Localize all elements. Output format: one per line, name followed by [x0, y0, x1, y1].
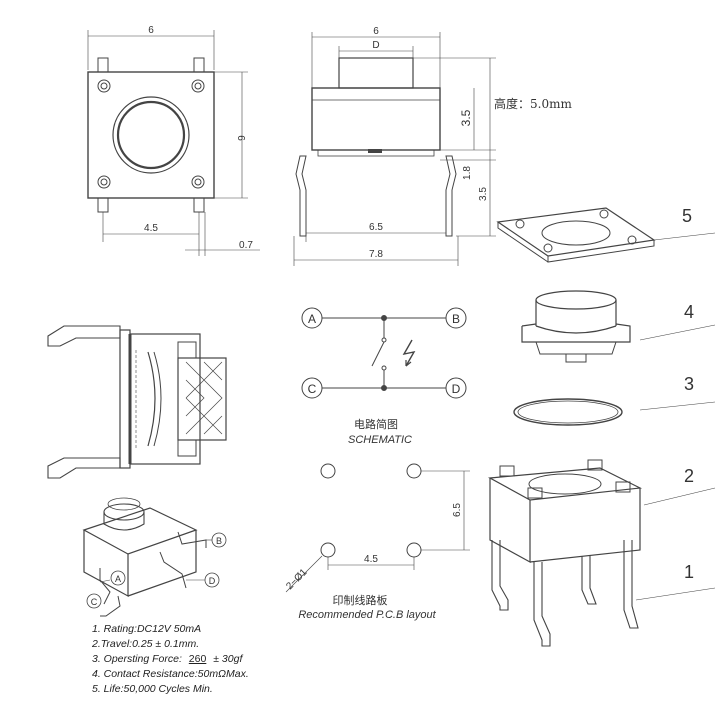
side-cap: [338, 57, 414, 89]
spec-force-value: 260: [188, 653, 207, 665]
pin-width-dim: 0.7: [239, 240, 253, 251]
pcb-layout: 6.5 4.5 2−Ø1 印制线路板 Recommended P.C.B lay…: [284, 463, 470, 621]
part-4-actuator: 4: [521, 290, 716, 363]
pcb-hole-note: 2−Ø1: [284, 567, 310, 593]
part-label-4: 4: [684, 302, 694, 322]
part-2-base: 2: [487, 459, 716, 564]
top-width-dim: 6: [148, 25, 154, 36]
schematic: A B C D 电路简图 SCHEMATIC: [301, 307, 467, 446]
spec-travel: 2.Travel:0.25 ± 0.1mm.: [92, 638, 200, 650]
height-note: 高度：5.0mm: [494, 96, 572, 111]
spec-force-suffix: ± 30gf: [213, 653, 243, 665]
overall-width-dim: 7.8: [369, 249, 383, 260]
pcb-title-en: Recommended P.C.B layout: [298, 609, 436, 621]
node-a-label: A: [308, 312, 316, 326]
iso-label-d: D: [209, 576, 216, 586]
part-label-3: 3: [684, 374, 694, 394]
pcb-title-cn: 印制线路板: [333, 593, 388, 607]
part-5-cover-plate: 5: [496, 206, 716, 263]
spec-force-prefix: 3. Opersting Force:: [92, 653, 182, 665]
cap-height-dim: 3.5: [459, 109, 473, 126]
node-c-label: C: [308, 382, 317, 396]
side-width-dim: 6: [373, 26, 379, 37]
part-1-terminals: 1: [491, 540, 716, 647]
spec-list: 1. Rating:DC12V 50mA 2.Travel:0.25 ± 0.1…: [92, 622, 249, 697]
cross-section: [47, 325, 227, 479]
part-label-1: 1: [684, 562, 694, 582]
part-3-dome: 3: [513, 374, 716, 426]
schematic-title-en: SCHEMATIC: [348, 434, 412, 446]
schematic-title-cn: 电路简图: [354, 417, 398, 431]
spec-force: 3. Opersting Force: 260 ± 30gf: [92, 652, 249, 667]
part-label-2: 2: [684, 466, 694, 486]
node-b-label: B: [452, 312, 460, 326]
spec-resistance: 4. Contact Resistance:50mΩMax.: [92, 668, 249, 680]
pcb-horizontal-spacing: 4.5: [364, 554, 378, 565]
top-view: 6 6 4.5 0.7: [87, 25, 260, 256]
iso-label-c: C: [91, 597, 98, 607]
spec-rating: 1. Rating:DC12V 50mA: [92, 623, 202, 635]
node-d-label: D: [452, 382, 461, 396]
cap-width-dim: D: [372, 40, 379, 51]
side-pin-spacing-dim: 6.5: [369, 222, 383, 233]
iso-label-b: B: [216, 536, 222, 546]
top-body-outline: [87, 71, 215, 199]
pin-height-dim: 3.5: [478, 187, 489, 201]
pcb-vertical-spacing: 6.5: [452, 503, 463, 517]
spec-life: 5. Life:50,000 Cycles Min.: [92, 683, 213, 695]
pin-spacing-dim: 4.5: [144, 223, 158, 234]
side-view: 6 D 3.5 1.8 3.5 高度：5.0mm 6.5 7.8: [293, 26, 572, 266]
isometric-switch: B A D C: [82, 497, 227, 617]
top-height-dim: 6: [235, 135, 246, 141]
part-label-5: 5: [682, 206, 692, 226]
side-body: [311, 87, 441, 151]
body-height-dim: 1.8: [462, 166, 473, 180]
iso-label-a: A: [115, 574, 121, 584]
